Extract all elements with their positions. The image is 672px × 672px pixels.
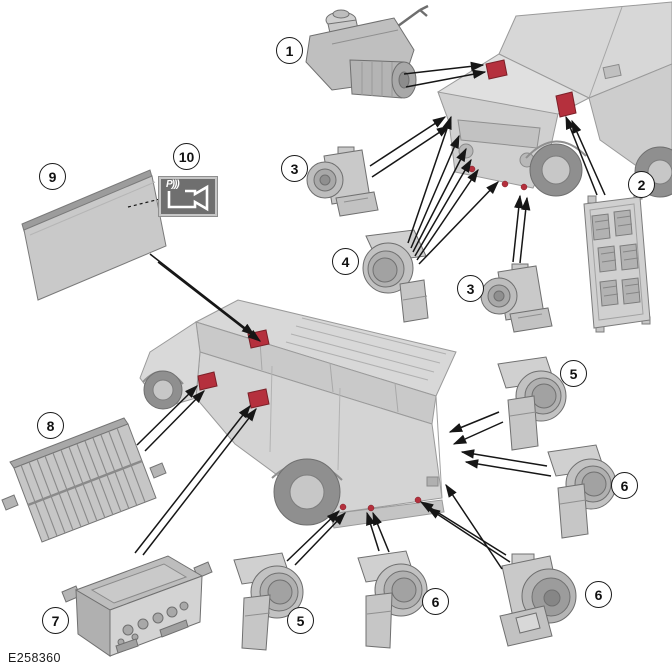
parking-camera-icon: P))) (158, 176, 218, 217)
camera-glyph (167, 184, 209, 212)
front-sensor-markers (468, 59, 577, 191)
parking-sensor-illustration-6b (357, 550, 428, 649)
rear-camera-illustration (499, 553, 577, 647)
camera-icon-label: P))) (166, 179, 180, 190)
vehicle-front-quarter-view (437, 1, 672, 198)
figure-id-label: E258360 (8, 651, 61, 665)
audio-amplifier-illustration (61, 555, 213, 657)
callout-7: 7 (42, 607, 69, 634)
control-module-illustration (583, 191, 651, 333)
parking-sensor-illustration-6a (547, 444, 617, 539)
display-module-illustration (21, 169, 167, 301)
vehicle-rear-quarter-view (139, 299, 457, 529)
callout-2: 2 (628, 171, 655, 198)
pump-assembly-illustration (305, 4, 429, 99)
parking-sensor-illustration-5a (497, 356, 567, 451)
callout-5a: 5 (560, 360, 587, 387)
parking-sensor-illustration-5b (233, 552, 304, 651)
callout-4: 4 (332, 248, 359, 275)
parking-sensor-illustration-front (362, 229, 429, 323)
heatsink-amplifier-illustration (1, 417, 167, 543)
surround-camera-illustration-b (480, 263, 553, 333)
callout-6c: 6 (585, 581, 612, 608)
callout-9: 9 (39, 163, 66, 190)
callout-10: 10 (173, 143, 200, 170)
callout-8: 8 (37, 412, 64, 439)
callout-6b: 6 (422, 588, 449, 615)
callout-3a: 3 (281, 155, 308, 182)
callout-3b: 3 (457, 275, 484, 302)
leader-lines (127, 61, 606, 570)
surround-camera-illustration-a (306, 146, 379, 217)
callout-6a: 6 (611, 472, 638, 499)
callout-5b: 5 (287, 607, 314, 634)
callout-1: 1 (276, 37, 303, 64)
